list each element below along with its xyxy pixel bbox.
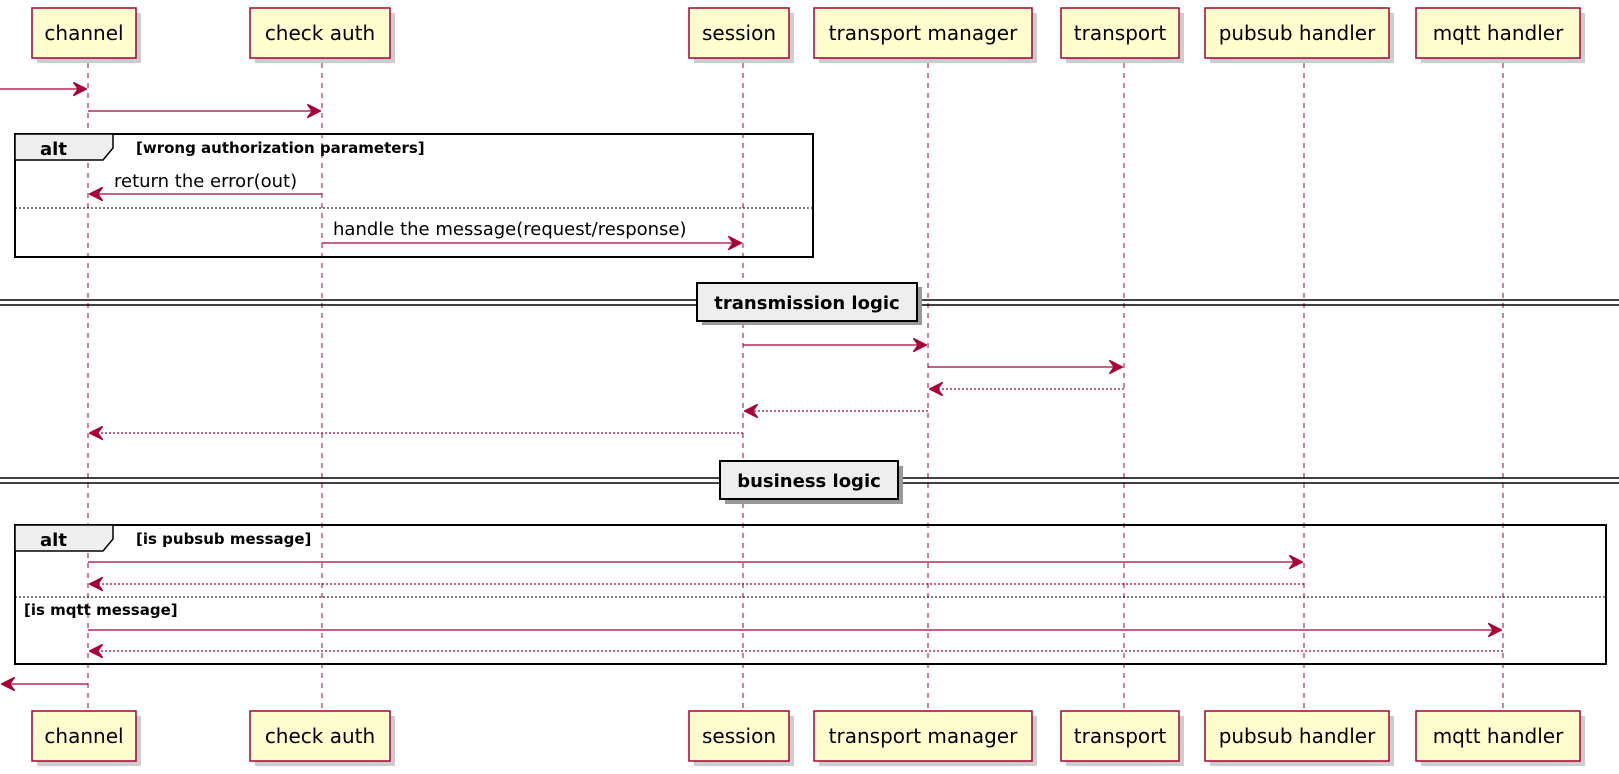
divider-label: transmission logic: [714, 293, 899, 314]
participant-check-auth: check auth: [249, 7, 395, 63]
participant-label: check auth: [265, 21, 375, 45]
participant-transport-manager: transport manager: [813, 7, 1037, 63]
participant-pubsub-handler-bottom: pubsub handler: [1204, 710, 1394, 766]
participant-session-bottom: session: [688, 710, 794, 766]
message-label: handle the message(request/response): [333, 219, 687, 240]
participant-label: session: [702, 724, 776, 748]
lifelines: [87, 63, 1504, 711]
participant-label: transport: [1074, 21, 1167, 45]
participant-label: pubsub handler: [1219, 724, 1376, 748]
participants-bottom: channel check auth session transport man…: [31, 710, 1585, 766]
participant-transport: transport: [1060, 7, 1184, 63]
participant-label: session: [702, 21, 776, 45]
messages-initial: [0, 89, 320, 111]
participant-label: pubsub handler: [1219, 21, 1376, 45]
participant-label: check auth: [265, 724, 375, 748]
frame-guard: [wrong authorization parameters]: [136, 139, 425, 157]
frame-operator: alt: [40, 530, 67, 551]
participant-check-auth-bottom: check auth: [249, 710, 395, 766]
participant-channel: channel: [31, 7, 141, 63]
divider-label: business logic: [737, 471, 881, 492]
participant-transport-bottom: transport: [1060, 710, 1184, 766]
divider-business: business logic: [0, 460, 1619, 504]
participant-mqtt-handler-bottom: mqtt handler: [1415, 710, 1585, 766]
alt-frame-message-type: alt [is pubsub message] [is mqtt message…: [14, 524, 1607, 665]
message-label: return the error(out): [114, 171, 297, 192]
frame-guard: [is pubsub message]: [136, 530, 311, 548]
alt-frame-auth: alt [wrong authorization parameters] ret…: [14, 133, 814, 258]
participant-label: channel: [44, 724, 123, 748]
participant-label: channel: [44, 21, 123, 45]
participant-label: transport: [1074, 724, 1167, 748]
participant-transport-manager-bottom: transport manager: [813, 710, 1037, 766]
frame-operator: alt: [40, 139, 67, 160]
frame-else-guard: [is mqtt message]: [24, 601, 178, 619]
participant-session: session: [688, 7, 794, 63]
participants-top: channel check auth session transport man…: [31, 7, 1585, 63]
participant-label: mqtt handler: [1433, 21, 1564, 45]
participant-label: transport manager: [829, 724, 1018, 748]
messages-transmission: [90, 345, 1124, 433]
participant-pubsub-handler: pubsub handler: [1204, 7, 1394, 63]
divider-transmission: transmission logic: [0, 282, 1619, 325]
participant-mqtt-handler: mqtt handler: [1415, 7, 1585, 63]
participant-channel-bottom: channel: [31, 710, 141, 766]
participant-label: mqtt handler: [1433, 724, 1564, 748]
participant-label: transport manager: [829, 21, 1018, 45]
